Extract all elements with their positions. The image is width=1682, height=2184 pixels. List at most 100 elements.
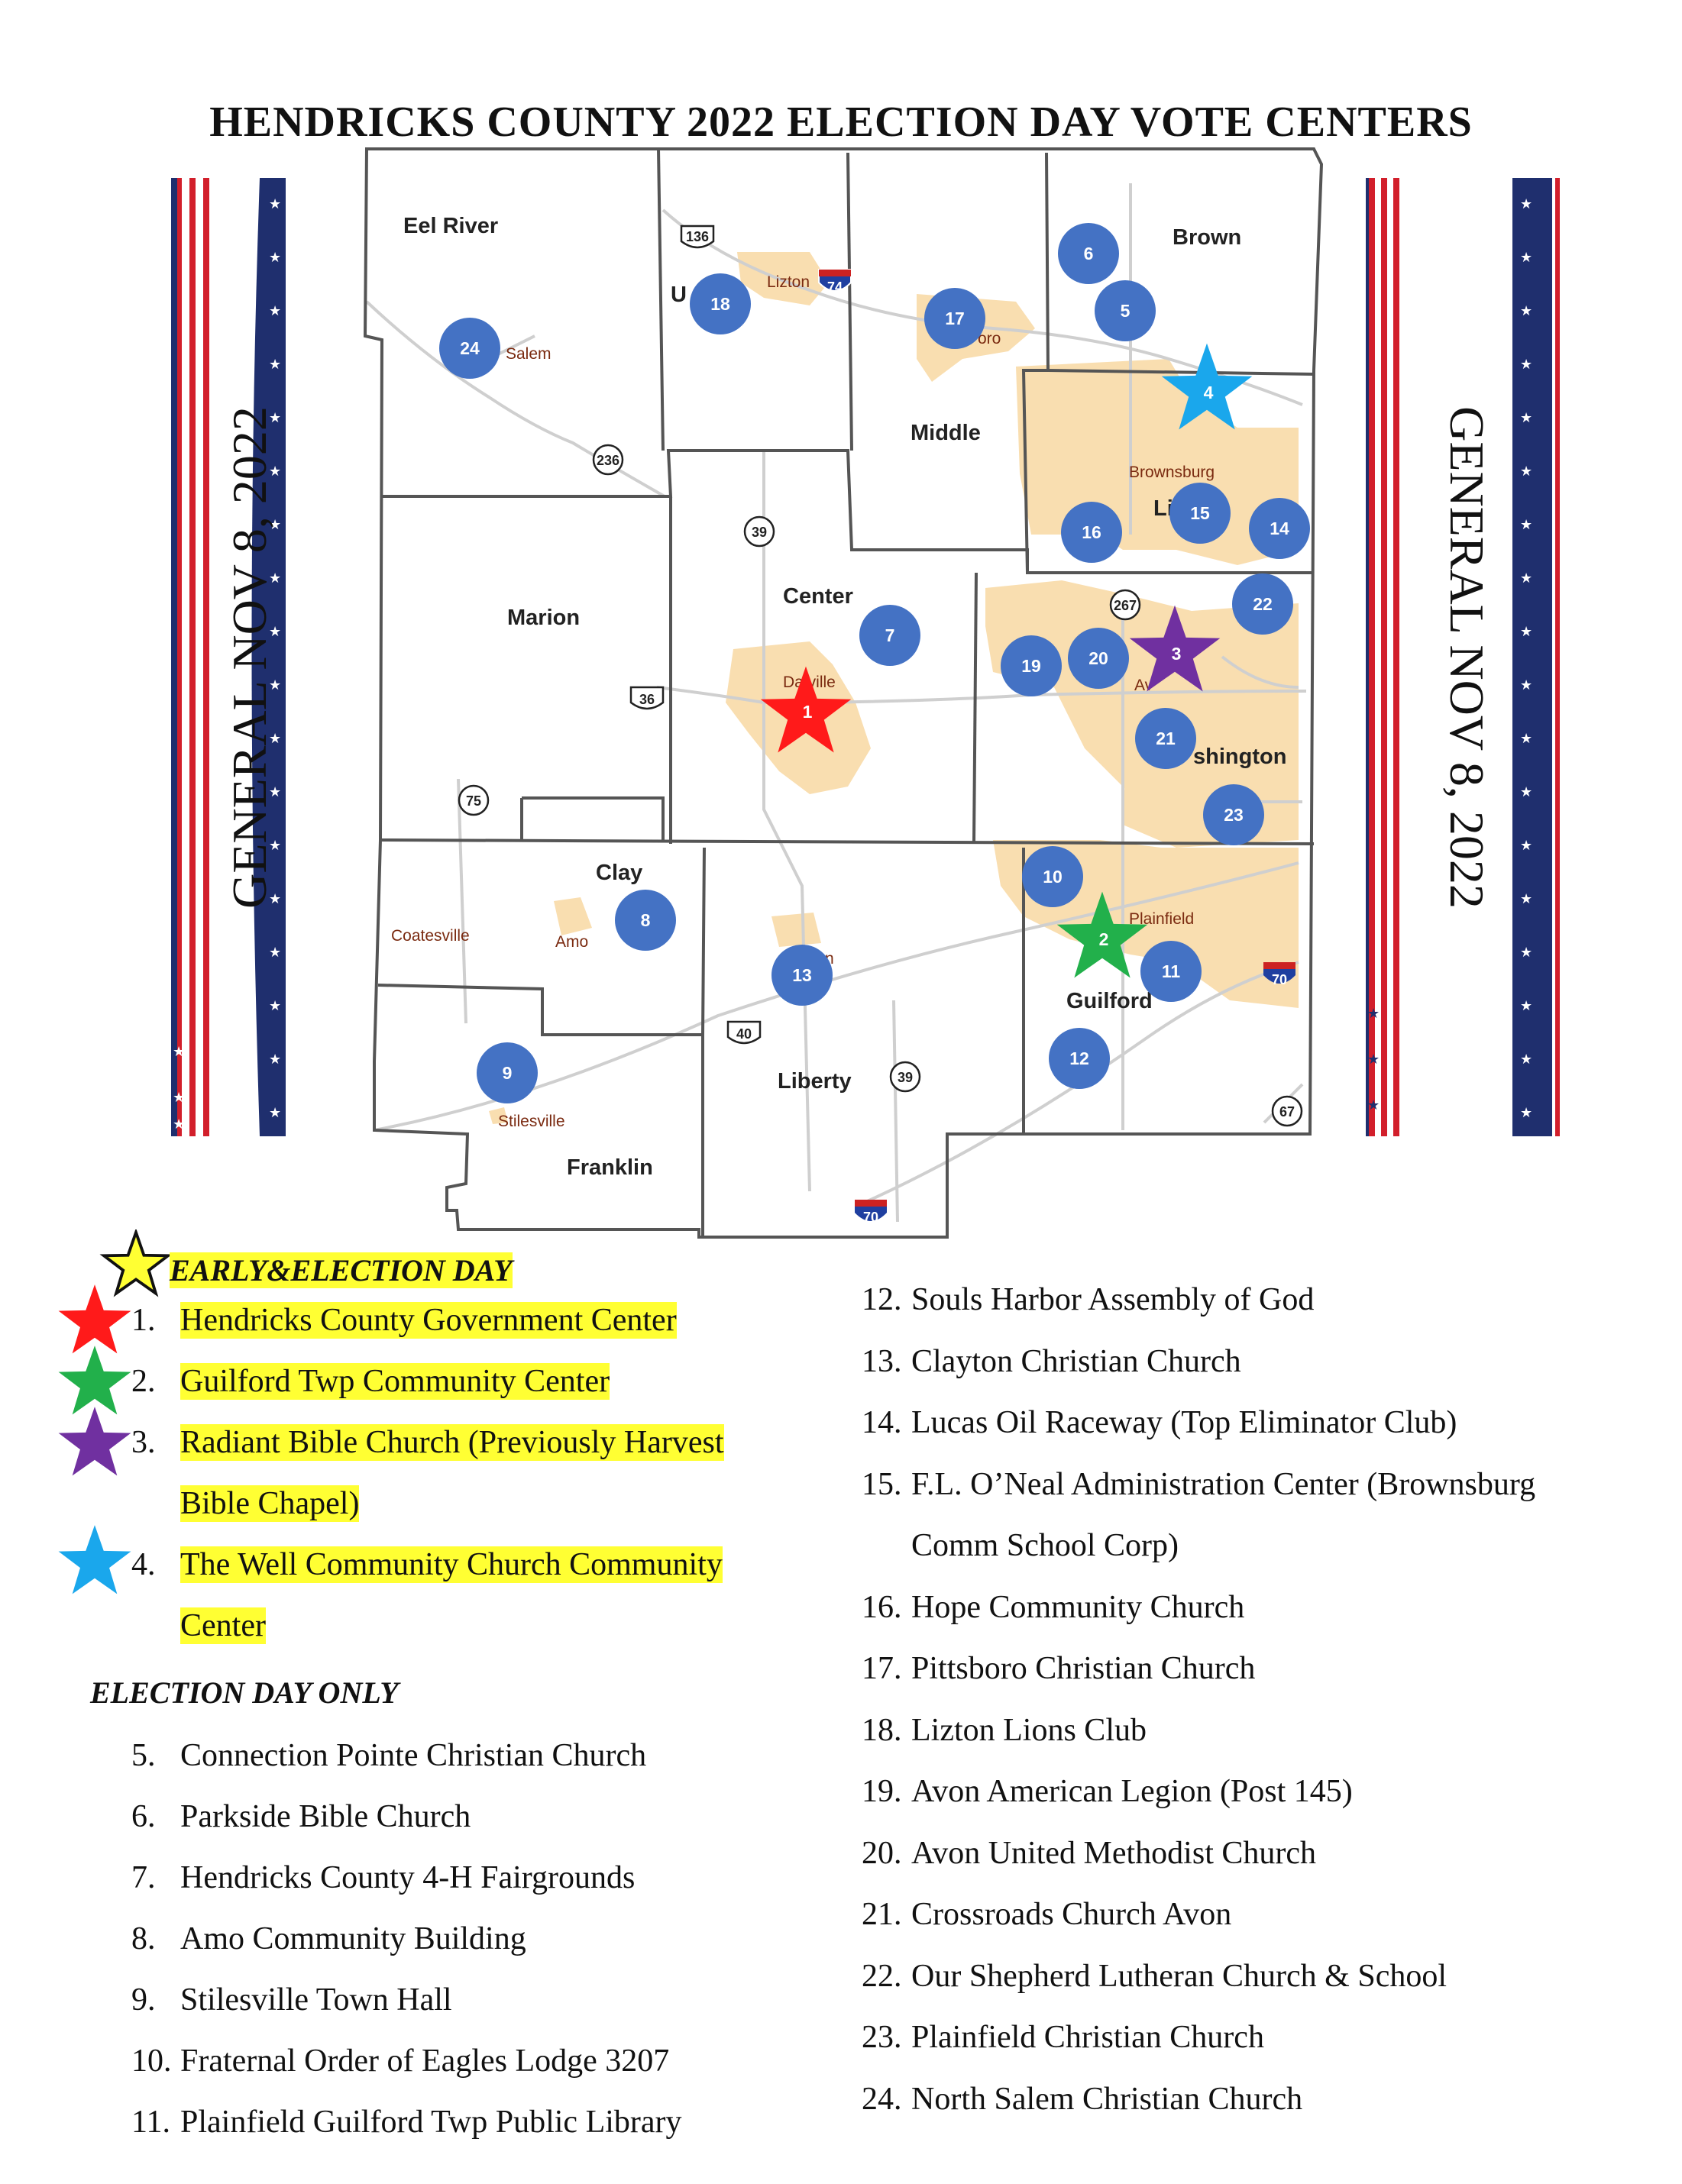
legend-item-24-name: North Salem Christian Church [911,2081,1303,2117]
legend-item-4-name: The Well Community Church Community [180,1546,723,1583]
svg-text:★: ★ [269,570,281,586]
legend-item-14-name: Lucas Oil Raceway (Top Eliminator Club) [911,1405,1457,1440]
marker-18[interactable]: 18 [690,273,751,334]
legend-item-15-name-continued: Comm School Corp) [911,1528,1179,1563]
township-clay: Clay [596,861,642,885]
marker-15[interactable]: 15 [1169,483,1231,544]
svg-text:★: ★ [1520,303,1532,319]
svg-text:★: ★ [1520,998,1532,1014]
svg-text:11: 11 [1162,961,1181,981]
svg-text:7: 7 [885,625,895,645]
svg-text:★: ★ [1367,1097,1380,1113]
svg-text:40: 40 [736,1026,752,1042]
svg-text:★: ★ [269,838,281,854]
election-day-only-header: ELECTION DAY ONLY [90,1675,399,1710]
township-center: Center [783,584,853,609]
township-eel-river: Eel River [403,214,498,238]
marker-13[interactable]: 13 [771,945,833,1006]
township-marion: Marion [507,606,580,630]
marker-10[interactable]: 10 [1022,846,1083,907]
marker-22[interactable]: 22 [1232,573,1293,635]
sr-67-shield: 67 [1271,1095,1303,1127]
svg-text:3: 3 [1172,644,1182,664]
legend-item-8-number: 8. [131,1921,156,1956]
i-70-east-shield: 70 [1263,962,1295,987]
svg-text:★: ★ [1520,891,1532,907]
svg-text:★: ★ [1520,357,1532,373]
legend-item-6-number: 6. [131,1799,156,1834]
legend-item-18-name: Lizton Lions Club [911,1712,1147,1748]
legend-item-16-name: Hope Community Church [911,1589,1245,1625]
svg-text:★: ★ [1367,1052,1380,1068]
marker-12[interactable]: 12 [1049,1028,1110,1089]
marker-8[interactable]: 8 [615,890,676,951]
town-salem: Salem [506,345,552,363]
marker-9[interactable]: 9 [477,1042,538,1103]
legend-item-20-number: 20. [862,1835,902,1871]
svg-text:12: 12 [1069,1048,1089,1068]
svg-text:18: 18 [710,294,730,314]
marker-11[interactable]: 11 [1140,941,1202,1002]
legend-item-12-name: Souls Harbor Assembly of God [911,1282,1315,1317]
svg-text:19: 19 [1021,656,1041,676]
us-40-shield: 40 [726,1020,762,1045]
legend-item-14-number: 14. [862,1405,902,1440]
legend-item-11-name: Plainfield Guilford Twp Public Library [180,2105,682,2140]
legend-item-2-number: 2. [131,1364,156,1399]
marker-24[interactable]: 24 [439,318,500,379]
svg-text:★: ★ [1520,784,1532,800]
legend-item-12-number: 12. [862,1282,902,1317]
svg-text:22: 22 [1253,594,1273,614]
star-marker-1[interactable]: 1 [760,666,852,753]
legend-item-1-number: 1. [131,1303,156,1338]
legend-item-5-number: 5. [131,1738,156,1773]
svg-text:14: 14 [1270,519,1289,538]
svg-text:★: ★ [1520,570,1532,586]
marker-7[interactable]: 7 [859,605,920,666]
legend-item-7-name: Hendricks County 4-H Fairgrounds [180,1860,636,1895]
legend-item-22-name: Our Shepherd Lutheran Church & School [911,1958,1447,1994]
svg-text:10: 10 [1043,867,1063,887]
township-union: U [671,283,687,307]
svg-text:20: 20 [1088,648,1108,668]
marker-5[interactable]: 5 [1095,280,1156,341]
svg-text:★: ★ [1520,731,1532,747]
legend-item-22-number: 22. [862,1958,902,1994]
marker-17[interactable]: 17 [924,288,985,349]
marker-21[interactable]: 21 [1135,708,1196,769]
svg-text:15: 15 [1190,503,1210,523]
right-flag-banner-right: ★★★★ ★★★★ ★★★★ ★★★★ ★★ [1512,178,1566,1136]
svg-text:5: 5 [1121,301,1130,321]
marker-14[interactable]: 14 [1249,498,1310,559]
legend-item-10-name: Fraternal Order of Eagles Lodge 3207 [180,2043,670,2079]
town-stilesville: Stilesville [498,1113,565,1130]
sr-267-shield: 267 [1109,589,1141,621]
marker-6[interactable]: 6 [1058,223,1119,284]
marker-23[interactable]: 23 [1203,784,1264,845]
svg-text:★: ★ [269,410,281,426]
vote-center-markers: 5 6 7 8 9 10 11 12 13 14 15 16 17 18 19 … [439,223,1310,1103]
svg-text:★: ★ [269,624,281,640]
star-marker-4[interactable]: 4 [1161,343,1253,430]
township-liberty: Liberty [778,1069,852,1094]
svg-text:★: ★ [1520,1105,1532,1121]
star-marker-2[interactable]: 2 [1056,891,1148,978]
legend-item-15-number: 15. [862,1466,902,1502]
svg-text:21: 21 [1156,729,1176,748]
svg-text:136: 136 [686,229,709,244]
svg-text:1: 1 [803,702,813,722]
marker-19[interactable]: 19 [1001,635,1062,696]
legend-item-9-number: 9. [131,1982,156,2018]
star-marker-3[interactable]: 3 [1129,605,1221,692]
svg-text:★: ★ [269,731,281,747]
svg-text:★: ★ [1520,464,1532,480]
svg-text:★: ★ [1520,196,1532,212]
legend-item-17-number: 17. [862,1651,902,1686]
marker-16[interactable]: 16 [1061,502,1122,563]
marker-20[interactable]: 20 [1068,628,1129,689]
svg-text:★: ★ [269,1105,281,1121]
legend-blue-star-icon [58,1525,131,1594]
legend-item-18-number: 18. [862,1712,902,1748]
legend-item-1-name: Hendricks County Government Center [180,1302,677,1339]
svg-text:★: ★ [173,1044,185,1060]
